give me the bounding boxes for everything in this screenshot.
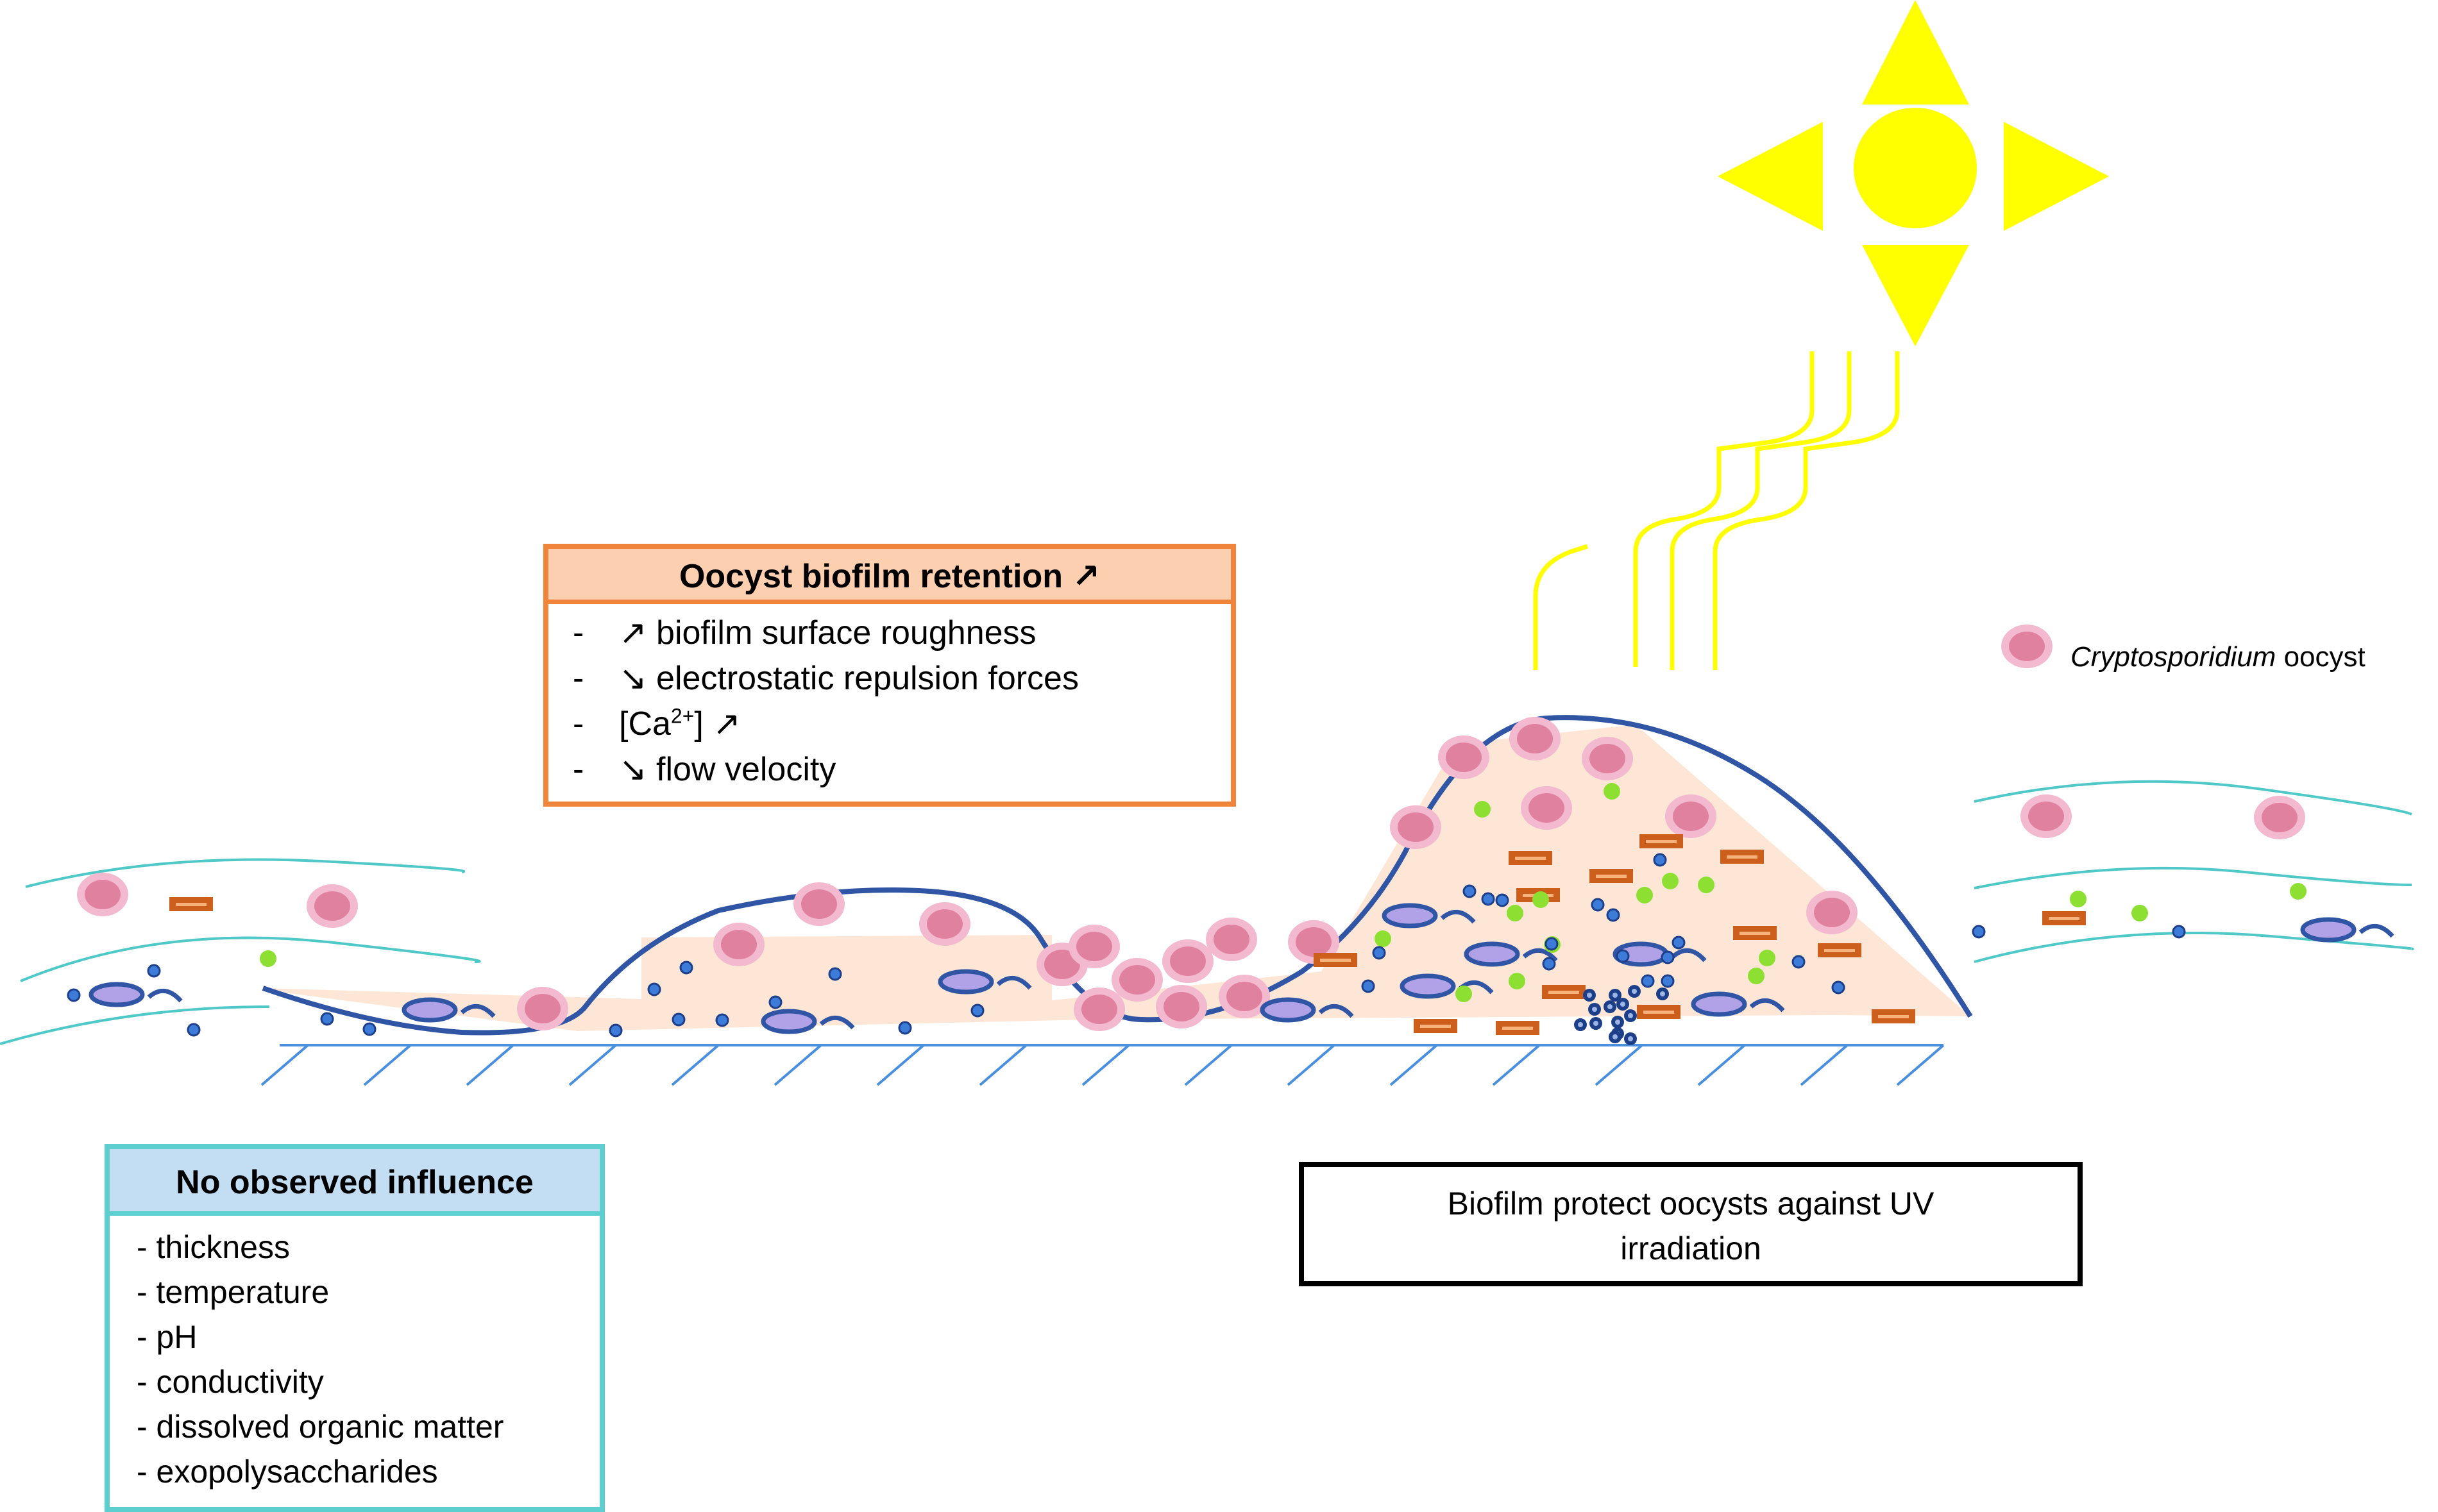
no-influence-title: No observed influence bbox=[110, 1149, 600, 1216]
legend-oocyst-icon bbox=[2001, 625, 2053, 668]
retention-title: Oocyst biofilm retention ↗ bbox=[548, 549, 1231, 604]
uv-box-line1: Biofilm protect oocysts against UV bbox=[1447, 1186, 1934, 1222]
uv-box-line2: irradiation bbox=[1620, 1231, 1761, 1266]
uv-rays-icon bbox=[1533, 351, 1900, 670]
sun-icon bbox=[1718, 0, 2109, 346]
list-item: -[Ca2+] ↗ bbox=[573, 704, 741, 743]
list-item: - thickness bbox=[137, 1229, 290, 1265]
list-item: -↘ flow velocity bbox=[573, 751, 836, 788]
substrate-surface bbox=[260, 1044, 1945, 1086]
list-item: - dissolved organic matter bbox=[137, 1409, 504, 1445]
water-flow-lines bbox=[0, 780, 2414, 1045]
list-item: - temperature bbox=[137, 1274, 330, 1310]
list-item: - pH bbox=[137, 1319, 198, 1355]
green-particles bbox=[260, 783, 2307, 1002]
retention-list: -↗ biofilm surface roughness -↘ electros… bbox=[548, 604, 1231, 793]
no-influence-box: No observed influence - thickness - temp… bbox=[105, 1144, 605, 1512]
list-item: -↗ biofilm surface roughness bbox=[573, 614, 1037, 651]
no-influence-list: - thickness - temperature - pH - conduct… bbox=[110, 1216, 600, 1494]
retention-factors-box: Oocyst biofilm retention ↗ -↗ biofilm su… bbox=[543, 544, 1236, 807]
list-item: - conductivity bbox=[137, 1364, 324, 1400]
list-item: - exopolysaccharides bbox=[137, 1454, 438, 1490]
biofilm-outline bbox=[262, 715, 1973, 1036]
uv-protection-box: Biofilm protect oocysts against UV irrad… bbox=[1299, 1162, 2083, 1286]
legend-oocyst-label: Cryptosporidium oocyst bbox=[2070, 641, 2366, 673]
list-item: -↘ electrostatic repulsion forces bbox=[573, 660, 1079, 697]
